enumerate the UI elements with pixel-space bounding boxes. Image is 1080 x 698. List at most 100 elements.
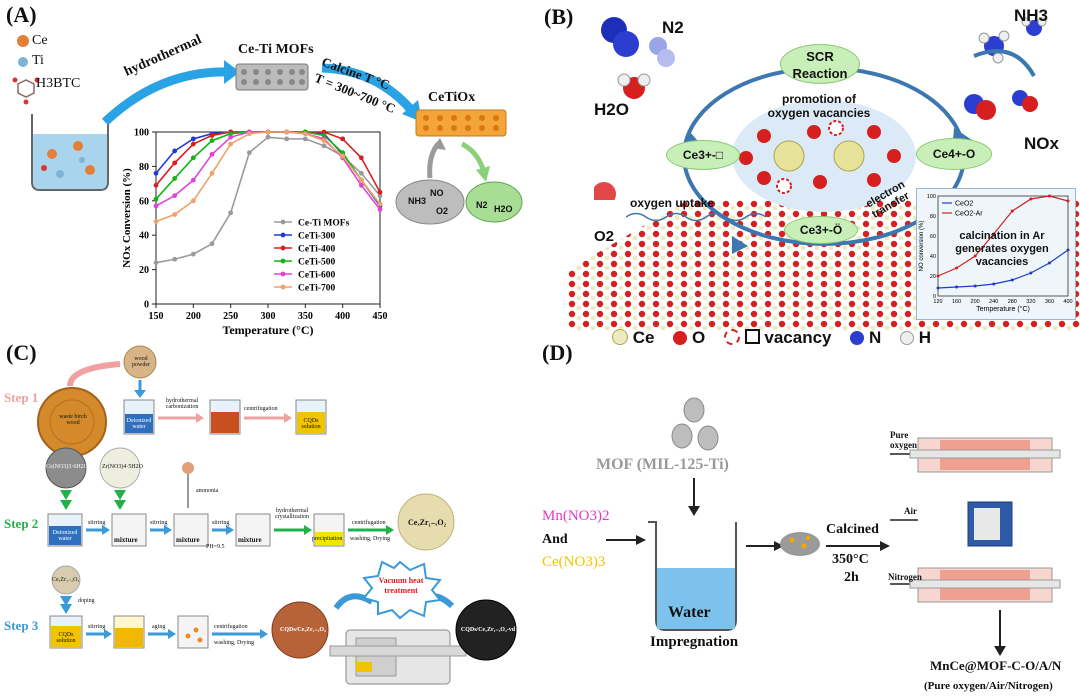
inset-y-axis-label: NO conversion (%) — [919, 221, 925, 272]
scr-line2: Reaction — [792, 66, 848, 81]
legend-label: CeTi-700 — [298, 284, 336, 294]
tube-furnace-oxygen-icon — [909, 437, 1061, 473]
ce3-vacancy-badge: Ce3+-□ — [666, 140, 740, 170]
nitrogen-label: Nitrogen — [888, 572, 922, 582]
data-point — [228, 134, 234, 140]
inset-data-point — [1047, 194, 1051, 198]
legend-vacancy: vacancy — [764, 328, 832, 347]
atom-legend — [12, 35, 40, 105]
inset-x-tick-label: 240 — [989, 299, 998, 305]
data-point — [377, 189, 383, 195]
mof-label: MOF (MIL-125-Ti) — [596, 456, 729, 473]
mixture-label-3: mixture — [238, 536, 262, 544]
nh3-label: NH3 — [1014, 6, 1049, 25]
data-point — [153, 260, 159, 266]
tube-furnace-nitrogen-icon — [909, 567, 1061, 603]
cqds-cezro2-powder-icon — [271, 601, 329, 659]
o2-molecule-icon — [594, 182, 616, 200]
x-tick-label: 400 — [335, 311, 350, 322]
ti-atom-icon — [18, 57, 28, 67]
deionized-water-label-2: Deionized water — [52, 530, 78, 542]
data-point — [172, 212, 178, 217]
scr-line1: SCR — [806, 49, 834, 64]
data-point — [302, 131, 308, 137]
centrifugation-label-2: centrifugation — [352, 520, 386, 526]
annotation-line3: vacancies — [975, 256, 1029, 268]
vacuum-line1: Vacuum heat — [378, 576, 424, 585]
data-point — [172, 148, 178, 154]
data-point — [228, 131, 234, 137]
and-label: And — [542, 532, 568, 547]
nox-molecule-icon — [964, 90, 1038, 120]
inset-plot-area — [937, 195, 1069, 297]
cetiox-crystal-icon — [415, 109, 507, 137]
stirring-label-3: stirring — [212, 520, 230, 526]
aging-beaker — [177, 615, 209, 649]
legend-label: CeTi-300 — [298, 232, 336, 242]
vacuum-line2: treatment — [384, 586, 418, 595]
promotion-text: promotion of oxygen vacancies — [744, 92, 894, 120]
mof-label: Ce-Ti MOFs — [238, 42, 314, 57]
bubble-nh3: NH3 — [408, 196, 427, 206]
data-point — [190, 251, 196, 257]
inset-data-point — [973, 284, 977, 288]
y-tick-label: 60 — [139, 196, 149, 207]
washing-drying-label-2: washing, Drying — [214, 640, 254, 646]
data-point — [340, 136, 346, 142]
oxygen-uptake-label: oxygen uptake — [630, 196, 715, 210]
panel-c-label: (C) — [6, 340, 37, 365]
centrifugation-label-3: centrifugation — [214, 624, 248, 630]
inset-y-tick-label: 60 — [930, 234, 936, 240]
data-point — [209, 138, 215, 143]
beaker-icon — [31, 114, 109, 191]
final-product-label: CQDs/CeₓZr₁₋ₓO₂-vd — [460, 627, 516, 633]
water-label: Water — [668, 604, 711, 621]
inset-y-tick-label: 0 — [933, 294, 936, 300]
precipitation-label: precipitation — [312, 536, 343, 542]
washing-drying-label-1: washing, Drying — [350, 536, 390, 542]
inset-data-point — [955, 285, 959, 289]
inset-y-tick-label: 100 — [927, 194, 936, 200]
data-point — [321, 133, 327, 138]
nh3-molecule-icon — [978, 17, 1047, 64]
inset-x-tick-label: 400 — [1063, 299, 1072, 305]
data-point — [246, 131, 252, 137]
cqds-solution-label: CQDs solution — [301, 418, 321, 430]
mn-salt-label: Mn(NO3)2 — [542, 508, 610, 524]
inset-x-axis-label: Temperature (°C) — [976, 305, 1030, 313]
inset-x-tick-label: 320 — [1026, 299, 1035, 305]
ce4-oxygen-badge: Ce4+-O — [916, 138, 992, 170]
impregnation-label: Impregnation — [650, 634, 739, 650]
ph-label: PH=9.5 — [206, 544, 225, 550]
inset-data-point — [1047, 261, 1051, 265]
y-tick-label: 100 — [134, 128, 149, 139]
ammonia-label: ammonia — [196, 488, 219, 494]
n2-label: N2 — [662, 18, 684, 37]
reaction-bubbles — [395, 138, 523, 225]
data-point — [321, 129, 327, 135]
hydrothermal-crystallization-label: hydrothermal crystallization — [275, 508, 309, 520]
data-point — [153, 219, 159, 224]
legend-o: O — [691, 328, 706, 347]
inset-x-tick-label: 200 — [971, 299, 980, 305]
data-point — [228, 141, 234, 147]
calcined-label: Calcined — [826, 522, 879, 537]
legend-marker — [280, 219, 286, 225]
panel-d: (D) — [520, 340, 1080, 698]
promotion-line2: oxygen vacancies — [767, 106, 871, 120]
legend-label: Ce-Ti MOFs — [298, 219, 350, 229]
inset-annotation: calcination in Ar generates oxygen vacan… — [932, 230, 1072, 269]
data-point — [153, 203, 159, 209]
mof-crystal-icon — [235, 63, 309, 91]
legend-marker — [280, 258, 286, 264]
data-point — [172, 160, 178, 166]
x-tick-label: 200 — [186, 311, 201, 322]
bubble-o2: O2 — [436, 206, 449, 216]
inset-series-line-0 — [937, 249, 1069, 289]
ce3-oxygen-badge: Ce3+-Ö — [784, 216, 858, 244]
inset-y-tick-label: 20 — [930, 274, 936, 280]
step2-label: Step 2 — [4, 516, 39, 531]
product-note-label: (Pure oxygen/Air/Nitrogen) — [924, 680, 1053, 692]
data-point — [358, 182, 364, 188]
legend-vacancy-dot — [723, 329, 740, 345]
